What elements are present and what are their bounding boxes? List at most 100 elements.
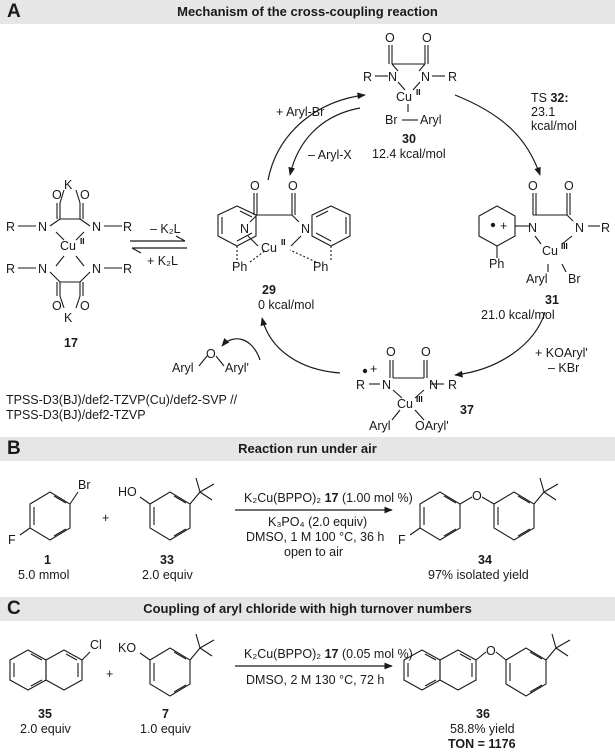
compound-30-labels: O O R N N R Cu II Br Aryl 30 12.4 kcal/m…	[363, 31, 457, 161]
svg-text:R: R	[6, 262, 15, 276]
compound-35-number: 35	[38, 707, 52, 721]
svg-text:Cu: Cu	[542, 244, 558, 258]
compound-36-ton: TON = 1176	[448, 737, 516, 751]
compound-36-structure	[403, 633, 571, 697]
compound-31-energy: 21.0 kcal/mol	[481, 308, 555, 322]
compound-1-structure	[19, 491, 79, 541]
svg-text:N: N	[429, 378, 438, 392]
compound-17-number: 17	[64, 336, 78, 350]
svg-text:Aryl: Aryl	[172, 361, 194, 375]
svg-text:N: N	[38, 220, 47, 234]
svg-text:III: III	[416, 395, 423, 404]
svg-text:+: +	[370, 362, 377, 376]
svg-text:N: N	[575, 221, 584, 235]
svg-text:N: N	[382, 378, 391, 392]
compound-29-labels: O O N N Cu II Ph Ph 29 0 kcal/mol	[232, 179, 328, 312]
svg-text:O: O	[80, 299, 90, 313]
svg-text:– K₂L: – K₂L	[150, 222, 181, 236]
reaction-b-solvent: DMSO, 1 M 100 °C, 36 h	[246, 530, 384, 544]
arrow-29-to-30	[267, 92, 366, 181]
arrow-37-to-29	[260, 317, 341, 374]
reaction-b-catalyst: K₂Cu(BPPO)₂ 17 (1.00 mol %)	[244, 491, 413, 505]
add-arylbr-label: + Aryl-Br	[276, 105, 324, 119]
panel-b-header: B Reaction run under air	[0, 437, 615, 461]
svg-text:O: O	[422, 31, 432, 45]
svg-text:N: N	[528, 221, 537, 235]
compound-33-number: 33	[160, 553, 174, 567]
compound-34-structure	[409, 477, 559, 541]
svg-text:O: O	[386, 345, 396, 359]
compound-30-energy: 12.4 kcal/mol	[372, 147, 446, 161]
compound-30-number: 30	[402, 132, 416, 146]
compound-34-number: 34	[478, 553, 492, 567]
svg-text:+: +	[102, 511, 109, 525]
svg-text:III: III	[561, 242, 568, 251]
svg-text:II: II	[281, 238, 285, 247]
svg-text:II: II	[416, 88, 420, 97]
svg-text:Cu: Cu	[261, 241, 277, 255]
compound-17-structure	[18, 189, 122, 309]
svg-text:K: K	[64, 178, 73, 192]
compound-31-number: 31	[545, 293, 559, 307]
svg-text:R: R	[448, 378, 457, 392]
svg-text:N: N	[388, 70, 397, 84]
svg-text:+: +	[106, 667, 113, 681]
panel-a-title: Mechanism of the cross-coupling reaction	[177, 4, 438, 19]
svg-text:N: N	[38, 262, 47, 276]
svg-text:R: R	[363, 70, 372, 84]
svg-text:O: O	[288, 179, 298, 193]
compound-33-structure	[139, 477, 215, 541]
svg-text:TPSS-D3(BJ)/def2-TZVP(Cu)/def2: TPSS-D3(BJ)/def2-TZVP(Cu)/def2-SVP //	[6, 393, 238, 407]
svg-text:R: R	[123, 220, 132, 234]
arrow-30-to-29	[288, 107, 361, 176]
panel-a-letter: A	[7, 1, 21, 22]
panel-b-letter: B	[7, 438, 21, 459]
svg-text:Cu: Cu	[60, 239, 76, 253]
reaction-c-solvent: DMSO, 2 M 130 °C, 72 h	[246, 673, 384, 687]
compound-36-yield: 58.8% yield	[450, 722, 515, 736]
svg-text:TPSS-D3(BJ)/def2-TZVP: TPSS-D3(BJ)/def2-TZVP	[6, 408, 146, 422]
svg-text:Cu: Cu	[396, 90, 412, 104]
panel-b-title: Reaction run under air	[238, 441, 377, 456]
ether-oxygen-label-c: O	[486, 644, 496, 658]
chlorine-label: Cl	[90, 638, 102, 652]
svg-text:N: N	[301, 222, 310, 236]
compound-37-structure	[369, 360, 444, 421]
compound-35-structure	[9, 649, 91, 691]
compound-1-number: 1	[44, 553, 51, 567]
svg-text:23.1: 23.1	[531, 105, 555, 119]
reaction-b-diagram: Br F 1 5.0 mmol + HO 33 2.0 equiv K₂Cu(B…	[8, 477, 559, 582]
compound-34-yield: 97% isolated yield	[428, 568, 529, 582]
panel-c-title: Coupling of aryl chloride with high turn…	[143, 601, 472, 616]
arrow-release-ether	[221, 338, 261, 361]
svg-text:Ph: Ph	[232, 260, 247, 274]
compound-1-amount: 5.0 mmol	[18, 568, 69, 582]
koaryl-labels: + KOAryl' – KBr	[535, 346, 588, 375]
svg-text:Aryl': Aryl'	[225, 361, 249, 375]
reaction-c-diagram: Cl 35 2.0 equiv + KO 7 1.0 equiv K₂Cu(BP…	[9, 633, 571, 751]
svg-text:R: R	[356, 378, 365, 392]
mechanism-diagram: K O O R N N R Cu II R N N R O O K 17 O O…	[6, 31, 610, 433]
svg-text:O: O	[80, 188, 90, 202]
ether-product: Aryl O Aryl'	[172, 347, 249, 375]
svg-text:OAryl': OAryl'	[415, 419, 449, 433]
reaction-c-catalyst: K₂Cu(BPPO)₂ 17 (0.05 mol %)	[244, 647, 413, 661]
compound-29-energy: 0 kcal/mol	[258, 298, 314, 312]
svg-text:K: K	[64, 311, 73, 325]
compound-31-labels: + O O N N R Cu III Ph Aryl Br 31 21.0 kc…	[481, 179, 610, 322]
svg-text:N: N	[92, 262, 101, 276]
svg-text:TS 32:: TS 32:	[531, 91, 569, 105]
compound-7-amount: 1.0 equiv	[140, 722, 191, 736]
compound-37-labels: O O + R N N R Cu III Aryl OAryl' 37	[356, 345, 474, 433]
reaction-b-atmosphere: open to air	[284, 545, 343, 559]
svg-text:O: O	[52, 188, 62, 202]
reaction-b-base: K₃PO₄ (2.0 equiv)	[268, 515, 367, 529]
svg-text:N: N	[240, 222, 249, 236]
minus-arylx-label: – Aryl-X	[308, 148, 352, 162]
svg-text:Aryl: Aryl	[369, 419, 391, 433]
svg-text:R: R	[601, 221, 610, 235]
compound-29-number: 29	[262, 283, 276, 297]
svg-text:II: II	[80, 237, 84, 246]
svg-text:R: R	[448, 70, 457, 84]
svg-text:N: N	[421, 70, 430, 84]
